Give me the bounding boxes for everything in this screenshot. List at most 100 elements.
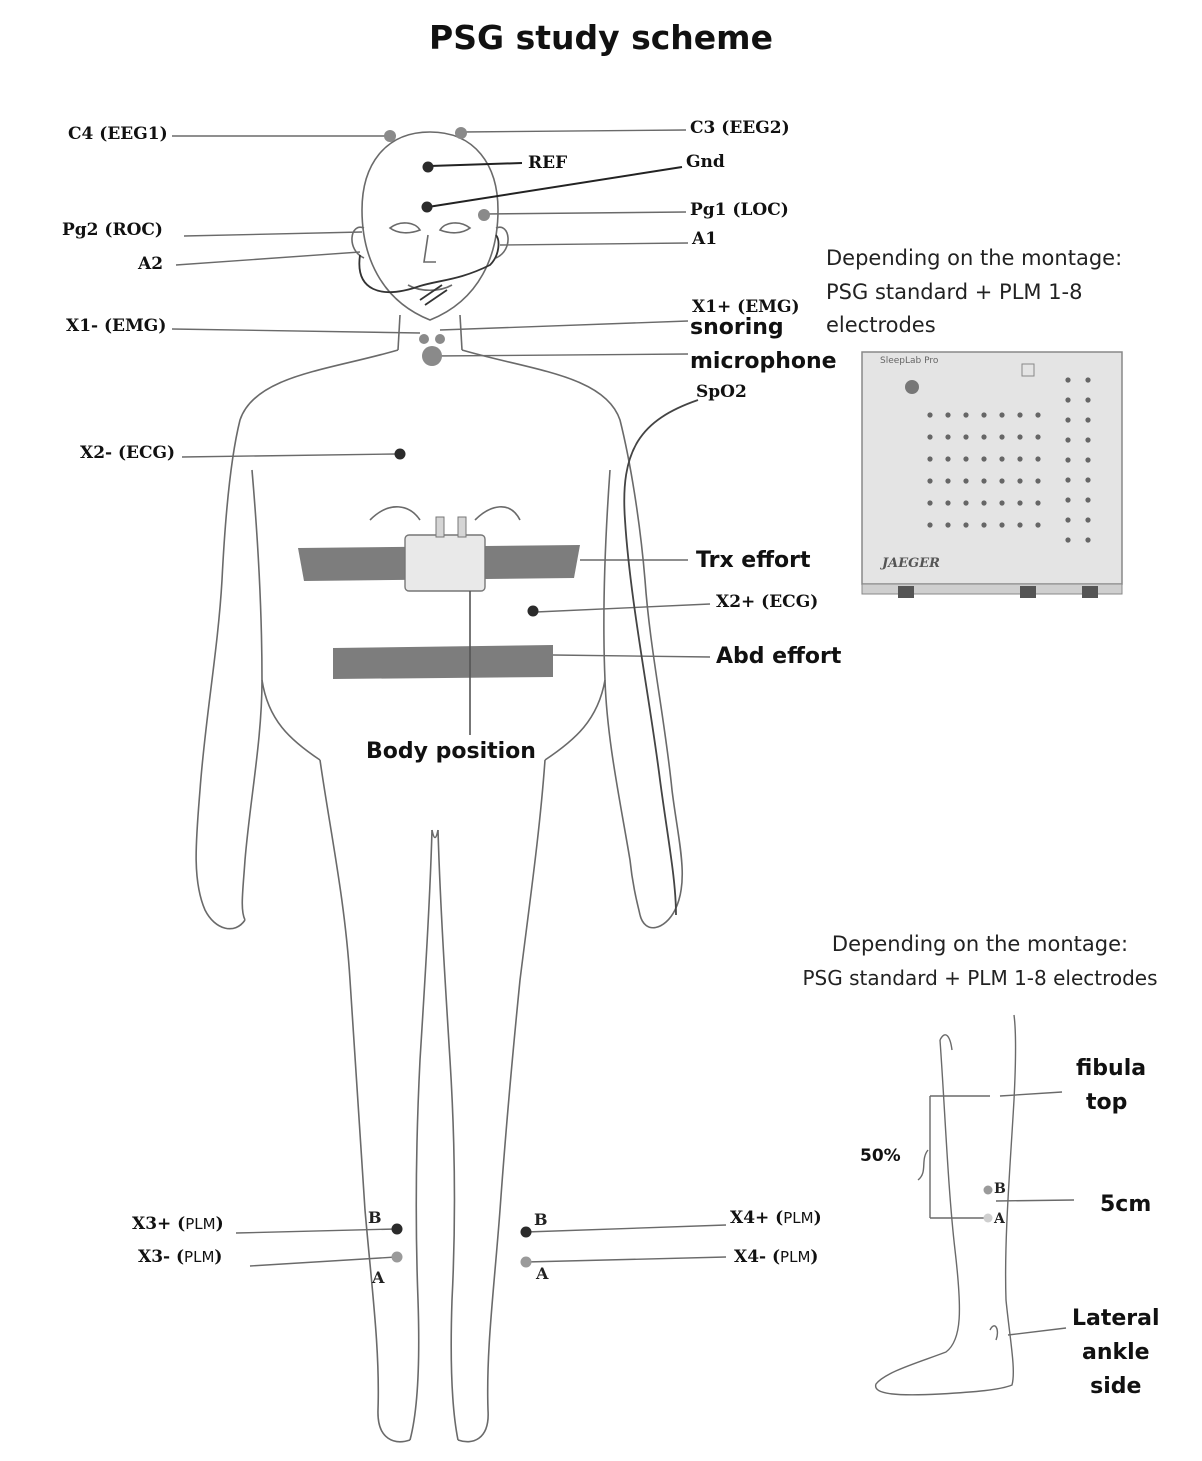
label-x3-plus: X3+ (PLM) (132, 1216, 224, 1233)
label-x4-minus-text: X4- ( (734, 1247, 780, 1267)
device-socket (963, 478, 968, 483)
note-top-line1: Depending on the montage: (826, 242, 1122, 276)
device-socket (1065, 537, 1070, 542)
device-socket (927, 478, 932, 483)
device-socket (1017, 500, 1022, 505)
label-x3-minus-text: X3- ( (138, 1247, 184, 1267)
device-socket (1085, 437, 1090, 442)
device-socket (1035, 500, 1040, 505)
device-socket (1035, 412, 1040, 417)
page-title: PSG study scheme (0, 18, 1202, 57)
label-snoring: snoring microphone (690, 311, 837, 379)
electrode-x3-minus (392, 1252, 403, 1263)
body-outline (196, 132, 682, 1442)
device-socket (1085, 517, 1090, 522)
device-socket (1035, 522, 1040, 527)
device-socket (1085, 457, 1090, 462)
label-x3-plus-plm: PLM (185, 1215, 215, 1233)
device-socket (927, 522, 932, 527)
note-top-line3: electrodes (826, 309, 1122, 343)
device-socket (1085, 417, 1090, 422)
device-socket (1017, 412, 1022, 417)
label-b-right: B (534, 1210, 548, 1229)
device-socket (963, 412, 968, 417)
electrodes (384, 127, 539, 1268)
nasal-cannula (359, 235, 498, 305)
device-brand: JAEGER (882, 556, 940, 571)
label-x2-minus: X2- (ECG) (80, 445, 175, 462)
label-5cm: 5cm (1100, 1188, 1151, 1222)
device-socket (927, 412, 932, 417)
label-b-left: B (368, 1208, 382, 1227)
device-socket (981, 412, 986, 417)
device-socket (981, 434, 986, 439)
label-abd-effort: Abd effort (716, 640, 841, 674)
device-socket (1085, 497, 1090, 502)
device-socket (1017, 434, 1022, 439)
device-socket (999, 500, 1004, 505)
device-socket (927, 456, 932, 461)
electrode-x2-plus (528, 606, 539, 617)
electrode-x1-plus (435, 334, 445, 344)
label-ankle-line1: Lateral (1072, 1302, 1160, 1336)
device-socket (1017, 456, 1022, 461)
device-socket (981, 500, 986, 505)
label-x3-plus-text: X3+ ( (132, 1214, 185, 1234)
device-socket (963, 456, 968, 461)
electrode-snoring-mic (422, 346, 442, 366)
device-socket (999, 456, 1004, 461)
device-socket (927, 500, 932, 505)
label-x4-plus: X4+ (PLM) (730, 1210, 822, 1227)
device-socket (1065, 417, 1070, 422)
device-socket (1065, 457, 1070, 462)
label-a1: A1 (692, 231, 717, 248)
device-socket (1035, 478, 1040, 483)
label-c4: C4 (EEG1) (68, 126, 168, 143)
device-socket (945, 478, 950, 483)
electrode-pg1 (478, 209, 490, 221)
note-bottom: Depending on the montage: PSG standard +… (766, 928, 1194, 994)
device-socket (1085, 397, 1090, 402)
electrode-c3 (455, 127, 467, 139)
electrode-ref (423, 162, 434, 173)
device-socket (963, 434, 968, 439)
label-pg2: Pg2 (ROC) (62, 222, 163, 239)
note-top: Depending on the montage: PSG standard +… (826, 242, 1122, 343)
device-socket (963, 500, 968, 505)
device-socket (1065, 517, 1070, 522)
device-socket (945, 434, 950, 439)
device-socket (1035, 456, 1040, 461)
label-fibula-line2: top (1076, 1086, 1146, 1120)
device-socket (1035, 434, 1040, 439)
electrode-x4-plus (521, 1227, 532, 1238)
label-ankle-line3: side (1072, 1370, 1160, 1404)
label-fibula-line1: fibula (1076, 1052, 1146, 1086)
device-socket (981, 522, 986, 527)
device-socket (945, 522, 950, 527)
label-leg-a: A (994, 1211, 1005, 1227)
device-model: SleepLab Pro (880, 356, 938, 366)
label-x3-minus: X3- (PLM) (138, 1249, 222, 1266)
device-socket (1065, 497, 1070, 502)
label-x4-plus-paren: ) (814, 1208, 822, 1228)
label-fibula-top: fibula top (1076, 1052, 1146, 1120)
label-leg-b: B (994, 1181, 1006, 1197)
label-x2-plus: X2+ (ECG) (716, 594, 818, 611)
device-socket (1085, 377, 1090, 382)
electrode-c4 (384, 130, 396, 142)
label-x4-minus-paren: ) (810, 1247, 818, 1267)
leg-electrode-b (984, 1186, 993, 1195)
label-x1-minus: X1- (EMG) (66, 318, 166, 335)
label-x3-minus-paren: ) (214, 1247, 222, 1267)
device-socket (999, 522, 1004, 527)
leader-lines (172, 130, 726, 1266)
label-lateral-ankle: Lateral ankle side (1072, 1302, 1160, 1404)
device-socket (999, 434, 1004, 439)
note-top-line2: PSG standard + PLM 1-8 (826, 276, 1122, 310)
device-socket (1065, 437, 1070, 442)
device-socket (1085, 477, 1090, 482)
electrode-x1-minus (419, 334, 429, 344)
label-gnd: Gnd (686, 154, 725, 171)
